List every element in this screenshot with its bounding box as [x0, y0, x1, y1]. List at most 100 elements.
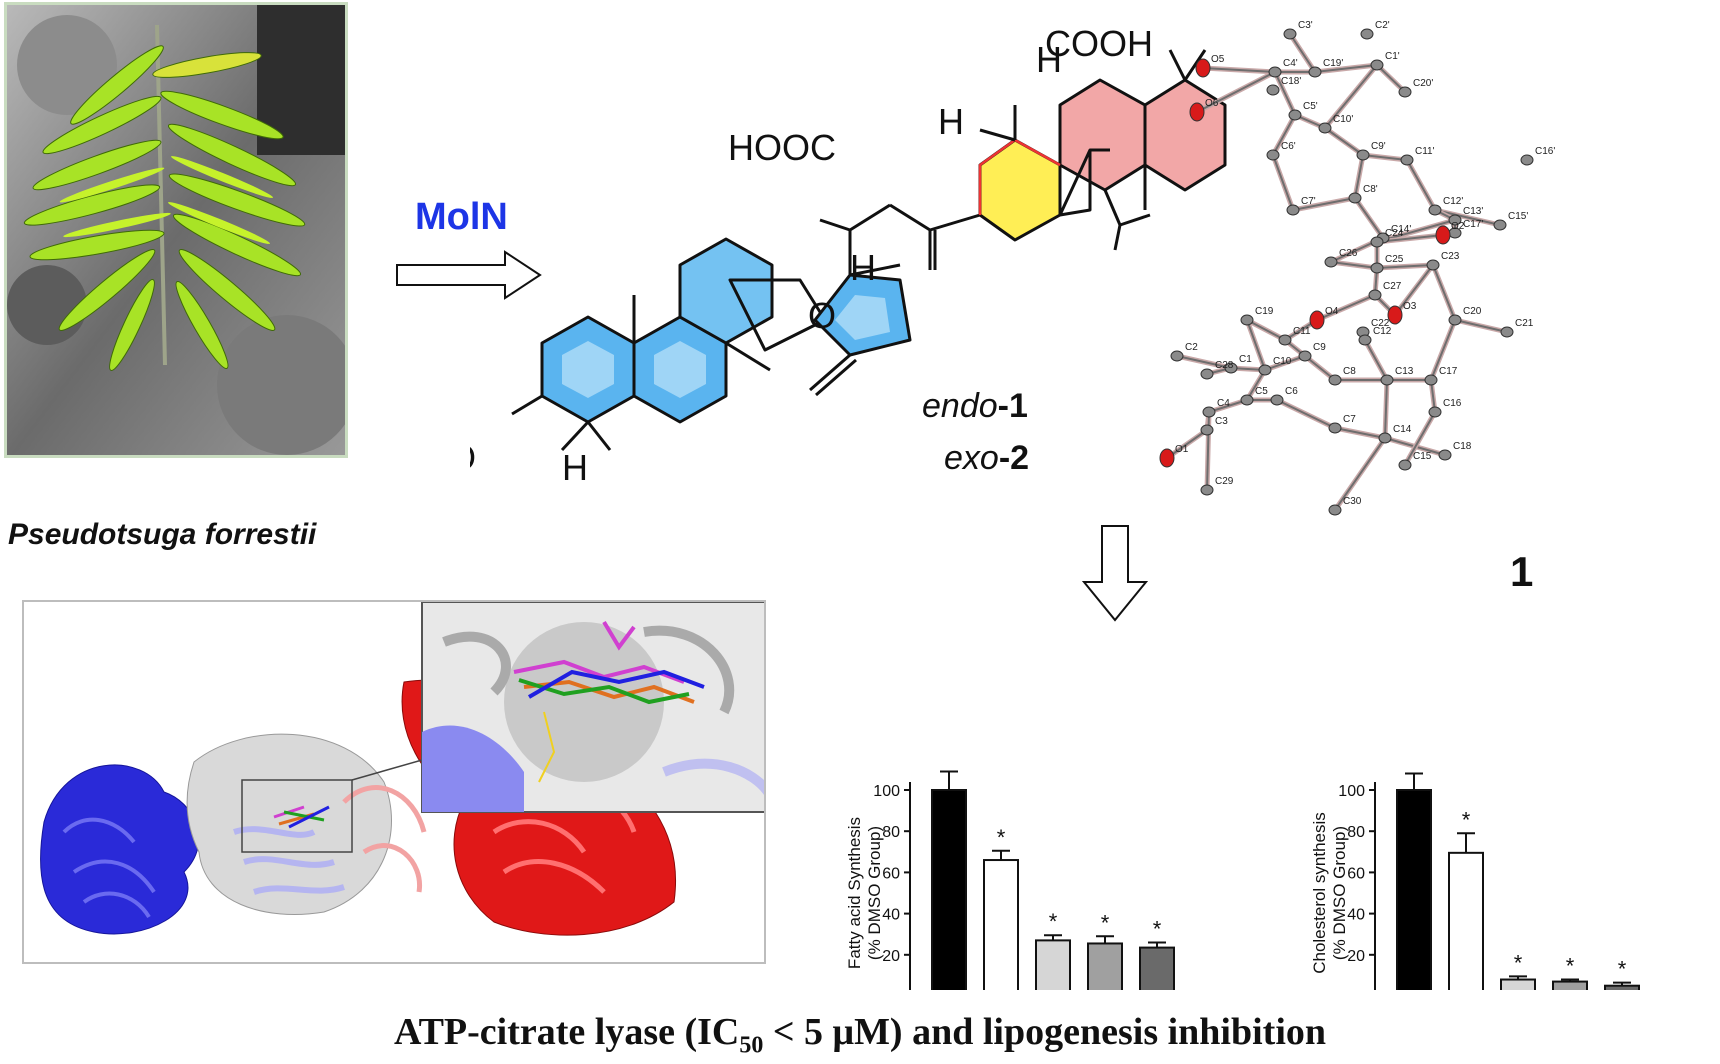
xray-bond-core	[1304, 355, 1336, 381]
atom-label: C7'	[1301, 196, 1316, 207]
carbon-atom	[1318, 122, 1332, 134]
bar	[1500, 978, 1536, 990]
hooc-label: HOOC	[728, 127, 836, 168]
atom-label: O4	[1325, 306, 1339, 317]
xray-bond-core	[1334, 437, 1386, 511]
carbon-atom	[1286, 204, 1300, 216]
xray-bond-core	[1324, 64, 1378, 129]
carbon-atom	[1398, 459, 1412, 471]
atom-label: C7	[1343, 414, 1356, 425]
bar	[1604, 984, 1640, 990]
atom-label: C9	[1313, 342, 1326, 353]
atom-label: C25	[1385, 254, 1404, 265]
y-tick-label: 60	[882, 865, 900, 882]
y-tick-label: 20	[1347, 948, 1365, 965]
atom-label: C14	[1393, 424, 1412, 435]
atom-label: C1'	[1385, 51, 1400, 62]
significance-mark: *	[1101, 910, 1110, 935]
atom-label: C16'	[1535, 146, 1555, 157]
carbon-atom	[1520, 154, 1534, 166]
h-top-label: H	[1036, 39, 1062, 80]
carbon-atom	[1426, 259, 1440, 271]
o-enone-label: O	[470, 437, 476, 478]
carbon-atom	[1378, 432, 1392, 444]
carbon-atom	[1428, 204, 1442, 216]
oxygen-atom	[1159, 448, 1175, 468]
plant-photo	[4, 2, 348, 458]
carbon-atom	[1424, 374, 1438, 386]
carbon-atom	[1328, 374, 1342, 386]
y-axis-title-line1: Fatty acid Synthesis	[845, 817, 864, 969]
carbon-atom	[1266, 84, 1280, 96]
atom-label: C10	[1273, 356, 1292, 367]
bar	[1139, 946, 1175, 990]
significance-mark: *	[1618, 957, 1627, 982]
xray-bond-core	[1316, 294, 1376, 321]
reaction-arrow	[396, 250, 542, 300]
atom-label: C4'	[1283, 58, 1298, 69]
significance-mark: *	[1153, 916, 1162, 941]
y-axis-title: Cholesterol synthesis(% DMSO Group)	[1310, 812, 1349, 974]
xray-bond-core	[1272, 154, 1294, 211]
xray-bond-core	[1246, 319, 1286, 341]
bar	[1396, 789, 1432, 990]
endo-compound: endo-1	[922, 387, 1028, 425]
oxygen-atom	[1309, 310, 1325, 330]
y-axis-title: Fatty acid Synthesis(% DMSO Group)	[845, 817, 884, 969]
xray-bond-core	[1176, 355, 1232, 369]
xray-bond-core	[1292, 197, 1356, 211]
atom-label: C19'	[1323, 58, 1343, 69]
bar	[1552, 980, 1588, 990]
xray-bond-core	[1196, 71, 1276, 113]
xray-bond-core	[1274, 71, 1296, 116]
atom-label: C9'	[1371, 141, 1386, 152]
atom-label: C17	[1439, 366, 1458, 377]
carbon-atom	[1283, 28, 1297, 40]
carbon-atom	[1202, 406, 1216, 418]
atom-label: C12	[1373, 326, 1392, 337]
significance-mark: *	[1566, 954, 1575, 979]
h-ring-label: H	[562, 447, 588, 488]
xray-bond-core	[1272, 114, 1296, 156]
xray-bond-core	[1454, 319, 1508, 333]
carbon-atom	[1240, 314, 1254, 326]
carbon-atom	[1224, 362, 1238, 374]
y-tick-label: 80	[1347, 824, 1365, 841]
atom-label: C22	[1371, 318, 1390, 329]
carbon-atom	[1298, 350, 1312, 362]
xray-compound-label: 1	[1510, 548, 1534, 595]
atom-label: C27	[1383, 281, 1402, 292]
xray-bond-core	[1246, 369, 1266, 401]
atom-label: C14'	[1391, 224, 1411, 235]
carbon-atom	[1324, 256, 1338, 268]
atom-label: C1	[1239, 354, 1252, 365]
carbon-atom	[1258, 364, 1272, 376]
ring-f	[1058, 78, 1147, 192]
oxygen-atom	[1387, 305, 1403, 325]
y-tick-label: 80	[882, 824, 900, 841]
xray-bond-core	[1264, 355, 1306, 371]
docking-inset	[421, 602, 764, 813]
y-axis-title-line1: Cholesterol synthesis	[1310, 812, 1329, 974]
y-tick-label: 100	[1338, 783, 1365, 800]
carbon-atom	[1448, 314, 1462, 326]
significance-mark: *	[1462, 807, 1471, 832]
carbon-atom	[1200, 484, 1214, 496]
atom-label: C18	[1453, 441, 1472, 452]
y-tick-label: 60	[1347, 865, 1365, 882]
atom-label: C26	[1339, 248, 1358, 259]
carbon-atom	[1368, 289, 1382, 301]
atom-label: C17'	[1463, 219, 1483, 230]
cooh-label: COOH	[1045, 23, 1153, 64]
xray-bond-core	[1276, 399, 1336, 429]
xray-bond-core	[1362, 154, 1408, 161]
y-tick-label: 20	[882, 948, 900, 965]
carbon-atom	[1200, 368, 1214, 380]
atom-label: O2	[1451, 221, 1465, 232]
carbon-atom	[1500, 326, 1514, 338]
o-ketone-label: O	[808, 295, 836, 336]
atom-label: C18'	[1281, 76, 1301, 87]
atom-label: C15	[1413, 451, 1432, 462]
xray-bond-core	[1330, 261, 1378, 269]
atom-label: C30	[1343, 496, 1362, 507]
